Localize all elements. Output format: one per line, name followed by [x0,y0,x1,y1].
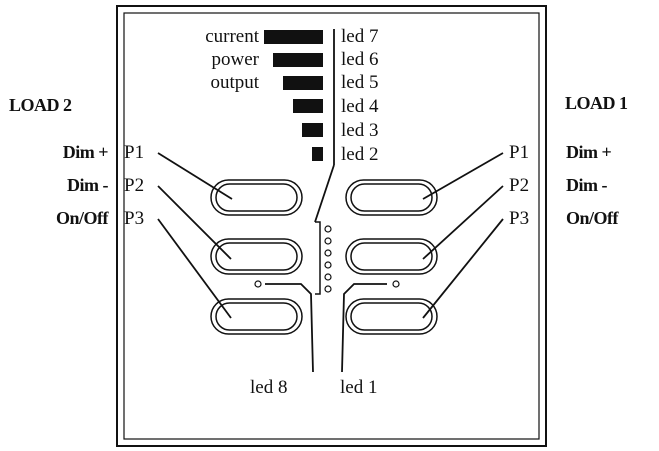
left-port-p1: P1 [124,142,144,163]
led-8-label: led 8 [250,377,287,398]
led-bar-4 [293,99,323,113]
left-button-p1[interactable] [210,179,303,216]
left-button-p2[interactable] [210,238,303,275]
led-8-indicator [254,280,262,288]
led-bar-5 [283,76,323,90]
right-port-p3: P3 [509,208,529,229]
panel-outer-frame [116,5,547,447]
right-p2-leader [422,185,504,260]
right-function-on-off: On/Off [566,208,620,228]
left-port-p2: P2 [124,175,144,196]
right-p1-leader [422,152,504,200]
led-2-label: led 2 [341,144,378,165]
panel-inner-frame [123,12,540,440]
left-button-p3[interactable] [210,298,303,335]
left-function-dim-minus: Dim - [67,175,108,195]
right-port-p2: P2 [509,175,529,196]
right-function-dim-minus: Dim - [566,175,607,195]
left-p2-leader [157,185,232,260]
led-7-label: led 7 [341,26,378,47]
led-bar-7 [264,30,323,44]
led-6-label: led 6 [341,49,378,70]
led-bracket [315,221,321,295]
led-1-leader [341,283,387,373]
left-function-on-off: On/Off [56,208,110,228]
led-8-leader [265,283,314,373]
led-bar-2 [312,147,323,161]
left-function-dim-plus: Dim + [63,142,108,162]
led-bar-6 [273,53,323,67]
bar-label-output: output [210,72,259,93]
left-port-p3: P3 [124,208,144,229]
led-1-indicator [392,280,400,288]
led-bar-3 [302,123,323,137]
bar-label-current: current [205,26,260,47]
led-4-label: led 4 [341,96,379,117]
right-button-p2[interactable] [345,238,438,275]
led-1-label: led 1 [340,377,377,398]
led-indicator-column [324,225,332,293]
left-p3-leader [157,218,232,319]
bar-label-power: power [212,49,260,70]
led-column-lead [314,164,335,223]
right-p3-leader [422,218,504,319]
left-load-title: LOAD 2 [9,95,72,115]
led-5-label: led 5 [341,72,378,93]
right-button-p3[interactable] [345,298,438,335]
right-load-title: LOAD 1 [565,93,628,113]
led-3-label: led 3 [341,120,378,141]
right-function-dim-plus: Dim + [566,142,611,162]
right-button-p1[interactable] [345,179,438,216]
right-port-p1: P1 [509,142,529,163]
left-p1-leader [157,152,233,200]
